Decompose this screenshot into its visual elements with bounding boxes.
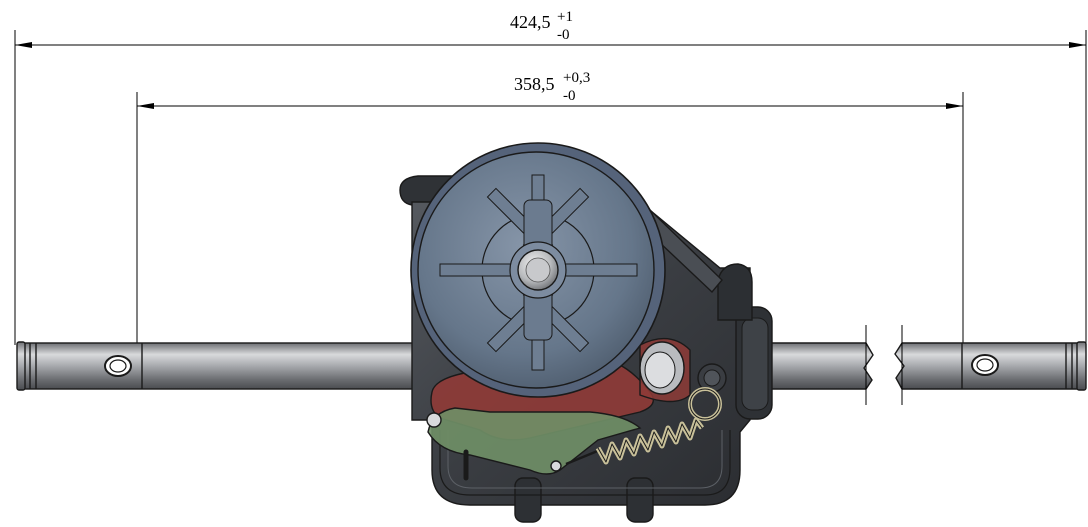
lever-green (427, 407, 642, 475)
tension-spring (565, 387, 722, 466)
inner-dimension-value: 358,5 (514, 74, 555, 94)
shaft-hole-left (104, 355, 132, 377)
axle-shaft (16, 325, 1087, 405)
overall-tolerance-upper: +1 (557, 9, 573, 25)
dimension-overall: 424,5 +1 -0 (14, 9, 1087, 345)
drive-pulley (410, 142, 666, 398)
inner-tolerance-upper: +0,3 (563, 70, 590, 86)
dimension-inner: 358,5 +0,3 -0 (136, 70, 964, 345)
inner-tolerance-lower: -0 (563, 88, 576, 104)
overall-tolerance-lower: -0 (557, 27, 570, 43)
shaft-hole-right (971, 354, 999, 376)
overall-dimension-value: 424,5 (510, 12, 551, 32)
